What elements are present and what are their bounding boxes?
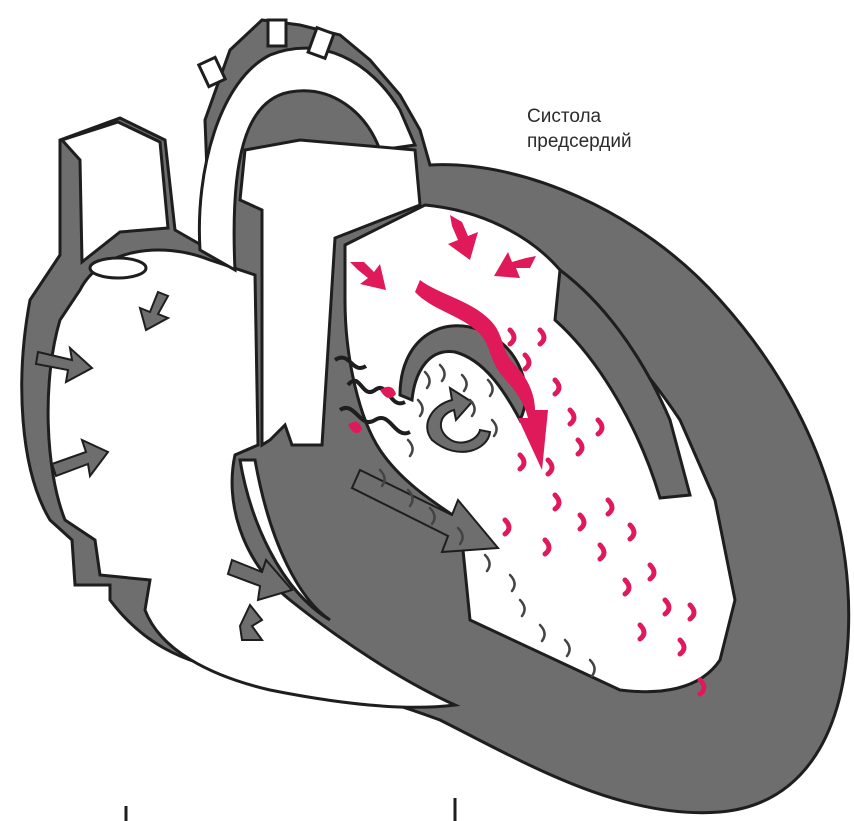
arch-branch-1 (268, 20, 286, 46)
vena-cava-opening (90, 258, 146, 278)
arch-branch-3 (199, 57, 225, 86)
caption-line-1: Систола (527, 104, 632, 129)
diagram-caption: Систола предсердий (527, 104, 632, 154)
caption-line-2: предсердий (527, 129, 632, 154)
